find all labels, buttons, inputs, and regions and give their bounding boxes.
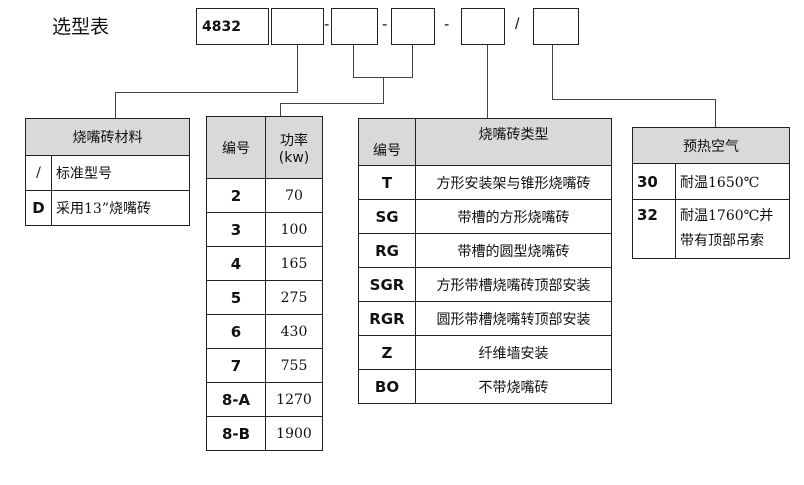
value-cell: 430 (265, 314, 323, 349)
table-header: 烧嘴砖材料 (25, 118, 190, 156)
material-slot (271, 8, 324, 45)
power-label: 功率 (280, 132, 308, 149)
connector (552, 99, 716, 100)
power-slot-2 (391, 8, 435, 45)
connector (115, 92, 298, 93)
connector (552, 45, 553, 100)
page-title: 选型表 (52, 16, 110, 38)
table-header: 预热空气 (632, 127, 790, 164)
connector (412, 45, 413, 78)
table-header: 功率(kw) (265, 116, 323, 179)
connector (115, 92, 116, 118)
code-cell: SGR (358, 267, 416, 302)
code-cell: D (25, 190, 52, 226)
table-header: 烧嘴砖类型 (415, 118, 612, 166)
code-cell: T (358, 165, 416, 200)
type-slot (461, 8, 505, 45)
value-cell: 圆形带槽烧嘴转顶部安装 (415, 301, 612, 336)
code-cell: 8-A (206, 382, 266, 417)
code-cell: 3 (206, 212, 266, 247)
value-cell: 不带烧嘴砖 (415, 369, 612, 404)
table-header: 编号 (358, 118, 416, 166)
code-cell: 6 (206, 314, 266, 349)
value-cell: 方形安装架与锥形烧嘴砖 (415, 165, 612, 200)
connector (280, 103, 384, 104)
desc-cell: 标准型号 (51, 155, 190, 191)
code-cell: 32 (632, 199, 676, 259)
code-cell: 8-B (206, 416, 266, 451)
code-cell: SG (358, 199, 416, 234)
code-cell: Z (358, 335, 416, 370)
code-cell: RG (358, 233, 416, 268)
value-cell: 100 (265, 212, 323, 247)
separator: - (444, 16, 450, 33)
code-cell: 30 (632, 163, 676, 200)
code-cell: BO (358, 369, 416, 404)
separator: / (515, 16, 520, 33)
value-cell: 70 (265, 178, 323, 213)
code-cell: / (25, 155, 52, 191)
value-cell: 755 (265, 348, 323, 383)
connector (280, 103, 281, 117)
separator: - (324, 16, 330, 33)
connector (297, 45, 298, 92)
value-cell: 方形带槽烧嘴砖顶部安装 (415, 267, 612, 302)
value-cell: 275 (265, 280, 323, 315)
table-header: 编号 (206, 116, 266, 179)
value-cell: 带槽的圆型烧嘴砖 (415, 233, 612, 268)
code-cell: 4 (206, 246, 266, 281)
power-slot-1 (331, 8, 378, 45)
value-cell: 1270 (265, 382, 323, 417)
value-cell: 带槽的方形烧嘴砖 (415, 199, 612, 234)
separator: - (382, 16, 388, 33)
connector (487, 45, 488, 118)
value-cell: 165 (265, 246, 323, 281)
code-cell: 2 (206, 178, 266, 213)
connector (353, 45, 354, 78)
model-prefix-box: 4832 (196, 8, 269, 45)
desc-cell: 采用13”烧嘴砖 (51, 190, 190, 226)
code-cell: RGR (358, 301, 416, 336)
desc-cell: 耐温1650℃ (675, 163, 790, 200)
desc-cell: 耐温1760℃并带有顶部吊索 (675, 199, 790, 259)
value-cell: 1900 (265, 416, 323, 451)
code-cell: 5 (206, 280, 266, 315)
value-cell: 纤维墙安装 (415, 335, 612, 370)
connector (715, 99, 716, 127)
connector (383, 77, 384, 104)
table-row: /标准型号 (25, 155, 190, 191)
code-cell: 7 (206, 348, 266, 383)
air-slot (533, 8, 579, 45)
power-unit: (kw) (278, 149, 310, 166)
